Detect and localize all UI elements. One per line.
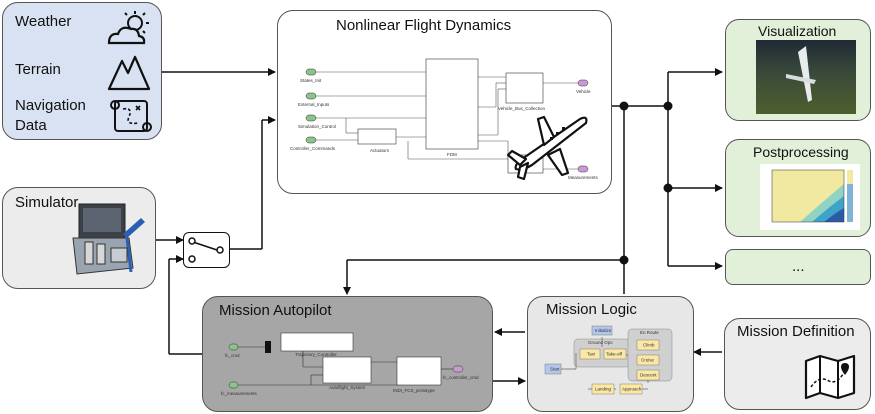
visualization-block: Visualization <box>725 19 871 121</box>
simulator-title: Simulator <box>15 194 79 211</box>
bus-collection-label: Vehicle_Bus_Collection <box>498 106 546 111</box>
mission-logic-title: Mission Logic <box>546 301 637 318</box>
terrain-label: Terrain <box>15 61 61 78</box>
weather-label: Weather <box>15 13 72 30</box>
state-label: Taxi <box>587 352 595 357</box>
airplane-icon <box>506 115 588 181</box>
actuators-label: Actuators <box>370 148 390 153</box>
switch-icon <box>188 237 224 263</box>
mission-autopilot-title: Mission Autopilot <box>219 302 332 319</box>
fd-outport-label: Vehicle <box>576 89 591 94</box>
autopilot-subsystem-label: Trajectory_Controller <box>295 352 337 357</box>
fdm-label: FDM <box>447 152 457 157</box>
mission-definition-block: Mission Definition <box>724 318 871 410</box>
navigation-label-line2: Data <box>15 117 47 134</box>
mission-logic-block: Mission Logic Ground Ops En Route Initia… <box>527 296 694 412</box>
state-label: Climb <box>643 343 655 348</box>
more-outputs-block: ... <box>725 249 871 285</box>
state-label: Start <box>550 367 560 372</box>
map-scroll-icon <box>110 100 152 132</box>
fd-inport-label: External_Inputs <box>298 102 330 107</box>
environment-inputs-block: Weather Terrain Navigation Data <box>2 2 162 140</box>
flight-visualization-image <box>756 40 856 114</box>
flight-dynamics-model: States_Init External_Inputs Simulation_C… <box>290 58 599 180</box>
state-label: Descent <box>640 373 657 378</box>
fd-inport-label: States_Init <box>300 78 322 83</box>
autopilot-inport-label: fc_measurements <box>221 391 258 396</box>
mission-autopilot-block: Mission Autopilot fc_cmd fc_measurements… <box>202 296 493 412</box>
simulator-cockpit-image <box>72 203 145 275</box>
mission-definition-title: Mission Definition <box>737 323 855 340</box>
fd-inport-label: Simulation_Control <box>298 124 336 129</box>
visualization-title: Visualization <box>758 23 837 39</box>
fd-inport-label: Controller_Commands <box>290 146 336 151</box>
state-group-label: En Route <box>640 330 659 335</box>
autopilot-subsystem-label: INDI_FCS_prototype <box>393 388 435 393</box>
state-label: Approach <box>622 387 642 392</box>
state-label: Cruise <box>641 358 655 363</box>
navigation-label-line1: Navigation <box>15 97 86 114</box>
autopilot-outport-label: fc_controller_cmd <box>443 375 479 380</box>
postprocessing-title: Postprocessing <box>753 144 849 160</box>
autopilot-inport-label: fc_cmd <box>225 353 240 358</box>
state-label: Take-off <box>606 352 623 357</box>
mountain-icon <box>107 55 151 91</box>
autopilot-subsystem-label: Autoflight_System <box>329 385 366 390</box>
simulator-block: Simulator <box>2 187 156 289</box>
postprocessing-plot-image <box>760 164 860 230</box>
flight-dynamics-block: Nonlinear Flight Dynamics States_Init Ex… <box>277 10 612 194</box>
input-switch[interactable] <box>183 232 230 268</box>
mission-logic-statechart: Ground Ops En Route Initialize Taxi Take… <box>544 325 673 395</box>
state-label: Landing <box>595 387 612 392</box>
autopilot-model: fc_cmd fc_measurements Trajectory_Contro… <box>221 332 479 396</box>
postprocessing-block: Postprocessing <box>725 139 871 237</box>
state-label: Initialize <box>595 328 612 333</box>
fd-outport-label: Measurements <box>568 175 599 180</box>
flight-dynamics-title: Nonlinear Flight Dynamics <box>336 17 512 34</box>
state-group-label: Ground Ops <box>588 340 613 345</box>
weather-icon <box>107 11 149 45</box>
folded-map-icon <box>804 354 856 400</box>
more-outputs-label: ... <box>792 258 805 275</box>
